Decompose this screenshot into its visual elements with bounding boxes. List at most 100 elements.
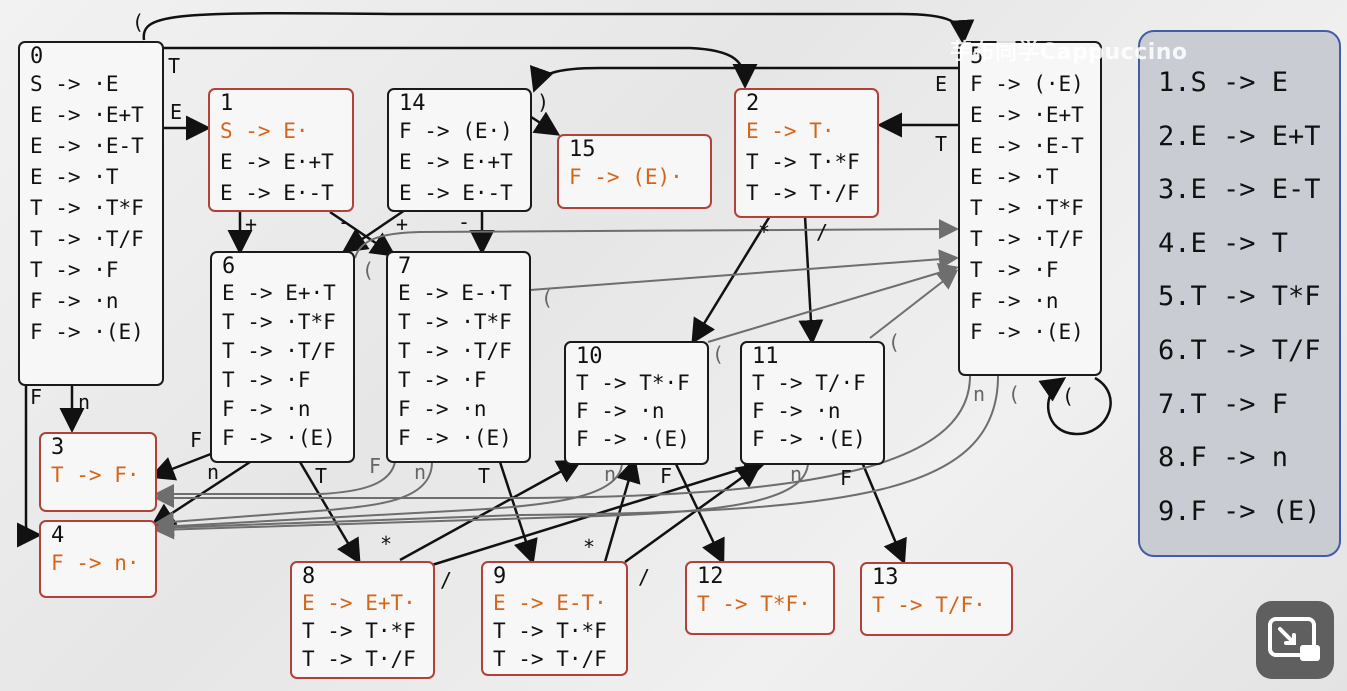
lr-item: T -> ·T/F [398, 339, 512, 363]
picture-in-picture-button[interactable] [1256, 601, 1334, 679]
edge-label: * [583, 535, 596, 559]
lr-item: T -> ·T*F [970, 196, 1084, 220]
edge-14-15 [527, 111, 561, 136]
state-id: 9 [493, 564, 507, 589]
lr-item: E -> E·+T [220, 150, 334, 174]
lr-item-reduce: T -> F· [51, 463, 140, 487]
lr-item: F -> ·(E) [30, 320, 144, 344]
state-5[interactable]: 5 F -> (·E) E -> ·E+T E -> ·E-T E -> ·T … [958, 41, 1102, 376]
lr-item: E -> ·E+T [970, 103, 1084, 127]
state-id: 10 [576, 344, 603, 369]
state-4[interactable]: 4 F -> n· [39, 520, 157, 598]
edge-label: F [30, 385, 43, 409]
lr-item: F -> (·E) [970, 72, 1084, 96]
edge-label: + [245, 212, 258, 236]
state-3[interactable]: 3 T -> F· [39, 432, 157, 512]
state-15[interactable]: 15 F -> (E)· [557, 134, 712, 209]
edge-label: T [935, 132, 948, 156]
edge-14-6 [341, 206, 409, 253]
grammar-panel: 1.S -> E 2.E -> E+T 3.E -> E-T 4.E -> T … [1138, 30, 1341, 557]
lr-item: F -> ·n [222, 397, 311, 421]
state-14[interactable]: 14 F -> (E·) E -> E·+T E -> E·-T [387, 88, 532, 212]
lr-item: T -> T·*F [302, 619, 416, 643]
loop-label: ( [1062, 384, 1075, 408]
lr-item: T -> ·T*F [222, 310, 336, 334]
edge-label: / [816, 220, 829, 244]
edge-label: T [315, 464, 328, 488]
grammar-rule: 5.T -> T*F [1158, 281, 1321, 313]
edge-5-14 [529, 64, 958, 93]
state-id: 13 [872, 565, 899, 590]
edge-label: - [338, 210, 351, 234]
state-11[interactable]: 11 T -> T/·F F -> ·n F -> ·(E) [740, 341, 885, 465]
state-6[interactable]: 6 E -> E+·T T -> ·T*F T -> ·T/F T -> ·F … [210, 251, 355, 463]
state-id: 11 [752, 344, 779, 369]
grammar-rule: 3.E -> E-T [1158, 174, 1321, 206]
edge-label: n [973, 382, 986, 406]
state-9[interactable]: 9 E -> E-T· T -> T·*F T -> T·/F [481, 561, 628, 676]
lr-item: F -> ·n [752, 399, 841, 423]
edge-8-10 [399, 459, 583, 562]
edge-0-4 [16, 385, 42, 548]
lr-item: E -> E·-T [399, 181, 513, 205]
lr-item: F -> ·(E) [752, 427, 866, 451]
state-12[interactable]: 12 T -> T*F· [685, 561, 835, 635]
lr-item: S -> ·E [30, 72, 119, 96]
lr-item: T -> T·/F [302, 647, 416, 671]
state-1[interactable]: 1 S -> E· E -> E·+T E -> E·-T [208, 88, 354, 212]
edge-label: ) [537, 90, 550, 114]
state-0[interactable]: 0 S -> ·E E -> ·E+T E -> ·E-T E -> ·T T … [18, 41, 164, 386]
edge-9-11 [624, 463, 763, 564]
lr-item: E -> ·T [30, 165, 119, 189]
state-id: 5 [970, 44, 984, 69]
state-8[interactable]: 8 E -> E+T· T -> T·*F T -> T·/F [290, 561, 435, 679]
edge-label: n [790, 462, 803, 486]
state-id: 6 [222, 254, 236, 279]
grammar-rule: 9.F -> (E) [1158, 495, 1321, 527]
lr-item-reduce: F -> (E)· [569, 165, 683, 189]
state-2[interactable]: 2 E -> T· T -> T·*F T -> T·/F [734, 88, 879, 218]
edge-5-5 [1038, 376, 1112, 436]
lr-item-reduce: E -> T· [746, 119, 835, 143]
state-10[interactable]: 10 T -> T*·F F -> ·n F -> ·(E) [564, 341, 709, 465]
grammar-rule: 6.T -> T/F [1158, 334, 1321, 366]
edge-label: F [660, 464, 673, 488]
state-id: 12 [697, 564, 724, 589]
edge-label: F [840, 466, 853, 490]
state-13[interactable]: 13 T -> T/F· [860, 562, 1013, 636]
state-id: 4 [51, 523, 65, 548]
edge-6-5 [354, 219, 959, 259]
edge-label: ( [712, 342, 725, 366]
state-id: 3 [51, 435, 65, 460]
edge-6-3 [149, 450, 217, 481]
edge-7-4 [154, 461, 433, 532]
state-id: 8 [302, 564, 316, 589]
edge-0-2 [163, 46, 758, 89]
lr-item: T -> ·T*F [30, 196, 144, 220]
edge-10-5 [707, 263, 959, 343]
edge-label: ( [132, 10, 145, 34]
edge-11-4 [154, 461, 809, 540]
edge-label: E [935, 72, 948, 96]
edge-label: / [440, 568, 453, 592]
edge-label: F [190, 428, 203, 452]
lr-item: T -> T*·F [576, 371, 690, 395]
edge-7-9 [498, 461, 538, 565]
state-7[interactable]: 7 E -> E-·T T -> ·T*F T -> ·T/F T -> ·F … [386, 251, 531, 463]
lr-item: T -> ·F [222, 368, 311, 392]
edge-label: / [638, 565, 651, 589]
lr-item: T -> ·T/F [970, 227, 1084, 251]
edge-label: ( [1008, 382, 1021, 406]
edge-label: T [168, 54, 181, 78]
lr-item: T -> ·F [30, 258, 119, 282]
edge-label: + [396, 212, 409, 236]
lr-item: F -> ·(E) [970, 320, 1084, 344]
lr-item: E -> ·T [970, 165, 1059, 189]
edge-label: * [758, 220, 771, 244]
lr-item-reduce: S -> E· [220, 119, 309, 143]
edge-label: n [604, 462, 617, 486]
lr-item: E -> E+·T [222, 281, 336, 305]
edge-9-10 [603, 457, 641, 563]
grammar-rule: 4.E -> T [1158, 227, 1289, 259]
edge-label: n [207, 460, 220, 484]
